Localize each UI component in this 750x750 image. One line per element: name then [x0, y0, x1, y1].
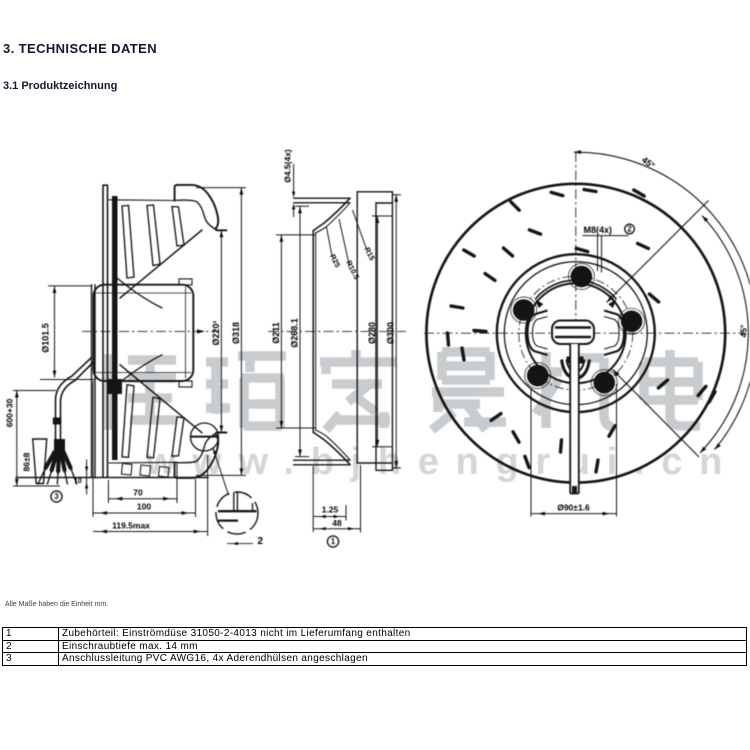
svg-text:100: 100 — [137, 502, 151, 512]
svg-text:1.25: 1.25 — [322, 505, 339, 515]
svg-text:119.5max: 119.5max — [112, 521, 150, 531]
svg-text:Ø268.1: Ø268.1 — [290, 318, 300, 348]
svg-text:2: 2 — [627, 225, 632, 234]
svg-text:R25: R25 — [328, 253, 342, 269]
svg-text:R10.5: R10.5 — [344, 259, 361, 281]
svg-text:M8(4x): M8(4x) — [584, 225, 613, 235]
svg-text:R15: R15 — [363, 246, 377, 262]
svg-text:70: 70 — [133, 488, 143, 498]
svg-text:86±8: 86±8 — [22, 452, 32, 471]
svg-text:48: 48 — [332, 518, 342, 528]
svg-text:Ø300: Ø300 — [386, 322, 396, 344]
svg-text:Ø101.5: Ø101.5 — [41, 323, 51, 353]
svg-text:45°: 45° — [640, 155, 657, 171]
svg-text:Ø280: Ø280 — [367, 322, 377, 344]
svg-text:1: 1 — [331, 537, 336, 546]
svg-text:2: 2 — [258, 536, 264, 547]
svg-text:10: 10 — [74, 478, 82, 485]
svg-text:3: 3 — [54, 492, 59, 501]
svg-text:600+30: 600+30 — [5, 398, 15, 427]
svg-text:Ø90±1.6: Ø90±1.6 — [557, 503, 590, 513]
svg-text:45°: 45° — [739, 324, 749, 337]
svg-text:Ø4.5(4x): Ø4.5(4x) — [283, 149, 293, 183]
svg-text:Ø220¹: Ø220¹ — [211, 320, 221, 345]
svg-text:Ø318: Ø318 — [231, 322, 241, 344]
svg-text:Ø211: Ø211 — [271, 322, 281, 344]
